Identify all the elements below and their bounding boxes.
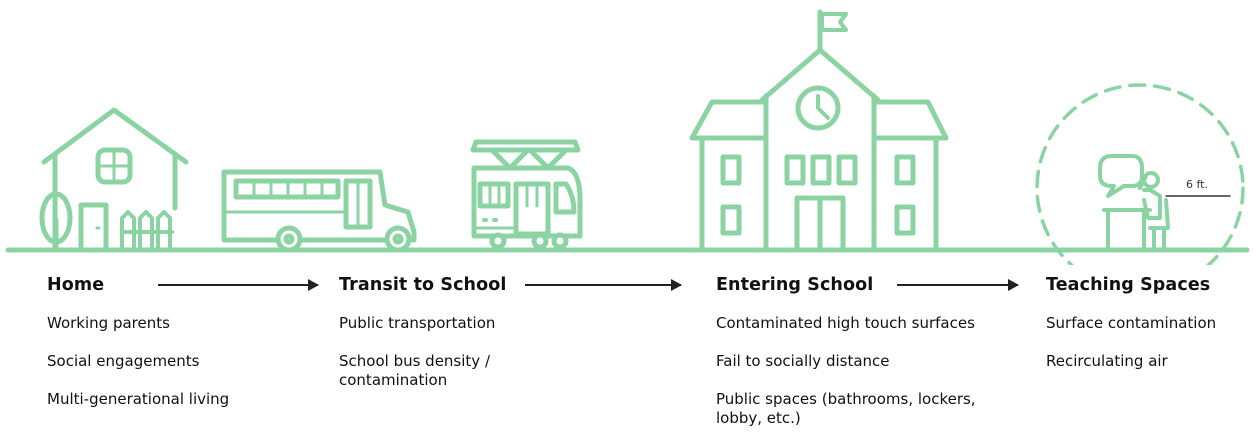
stage-item: Multi-generational living [47, 390, 230, 408]
flow-arrow [525, 279, 682, 291]
stage-transit: Transit to School Public transportation … [339, 270, 506, 409]
distance-circle [1035, 83, 1245, 265]
student-desk-icon [1102, 171, 1231, 252]
fence-icon [120, 210, 174, 252]
stage-item: Contaminated high touch surfaces [716, 314, 975, 332]
stage-teaching: Teaching Spaces Surface contamination Re… [1046, 270, 1216, 390]
clock-icon [795, 85, 841, 131]
stage-item: Public spaces (bathrooms, lockers, lobby… [716, 390, 976, 427]
speech-bubble-icon [1098, 154, 1144, 198]
flag-icon [820, 12, 848, 32]
journey-illustration: 6 ft. [5, 9, 1250, 265]
stage-title: Transit to School [339, 275, 507, 295]
stage-item: Fail to socially distance [716, 352, 890, 370]
stage-home: Home Working parents Social engagements … [47, 270, 229, 428]
distance-label: 6 ft. [1186, 178, 1208, 191]
tram-icon [470, 139, 583, 250]
stage-item: Social engagements [47, 352, 200, 370]
flow-arrow [897, 279, 1019, 291]
stage-title: Teaching Spaces [1046, 275, 1211, 295]
school-building-icon [689, 9, 949, 253]
stage-entering: Entering School Contaminated high touch … [716, 270, 976, 447]
stage-title: Home [47, 275, 105, 295]
stage-item: Public transportation [339, 314, 496, 332]
stage-item: School bus density / contamination [339, 352, 490, 389]
stage-title: Entering School [716, 275, 874, 295]
stage-item: Surface contamination [1046, 314, 1217, 332]
tree-icon [39, 191, 73, 253]
school-bus-icon [221, 169, 417, 253]
stage-item: Working parents [47, 314, 170, 332]
flow-arrow [158, 279, 319, 291]
stage-item: Recirculating air [1046, 352, 1168, 370]
house-icon [41, 107, 189, 253]
